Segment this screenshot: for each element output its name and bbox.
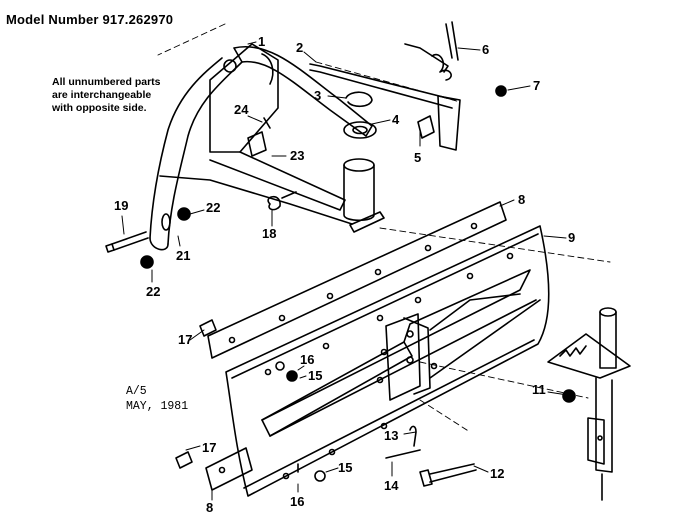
interchangeable-note: All unnumbered parts are interchangeable… bbox=[52, 76, 161, 115]
callout-4: 4 bbox=[392, 112, 400, 127]
wear-strip-lower bbox=[205, 447, 253, 491]
callout-5: 5 bbox=[414, 150, 422, 165]
callout-6: 6 bbox=[482, 42, 490, 57]
callout-3: 3 bbox=[314, 88, 322, 103]
small-parts bbox=[343, 85, 507, 139]
hardware-lower bbox=[175, 319, 576, 487]
plow-blade bbox=[225, 225, 550, 497]
callout-8: 8 bbox=[518, 192, 526, 207]
callout-22: 22 bbox=[206, 200, 221, 215]
hardware-bolts bbox=[105, 207, 191, 269]
callout-14: 14 bbox=[384, 478, 399, 493]
revision-month-year: MAY, 1981 bbox=[126, 400, 189, 413]
spindle bbox=[343, 158, 385, 233]
callout-1: 1 bbox=[258, 34, 266, 49]
blade-brace bbox=[261, 269, 541, 437]
callout-7: 7 bbox=[533, 78, 541, 93]
callout-2: 2 bbox=[296, 40, 304, 55]
callout-17: 17 bbox=[178, 332, 193, 347]
reference-lines bbox=[157, 23, 611, 433]
callout-23: 23 bbox=[290, 148, 305, 163]
link-rod bbox=[309, 21, 461, 151]
revision-code: A/5 bbox=[126, 385, 147, 398]
callout-24: 24 bbox=[234, 102, 249, 117]
callout-19: 19 bbox=[114, 198, 129, 213]
callout-15: 15 bbox=[308, 368, 323, 383]
pivot-post bbox=[547, 307, 631, 501]
wear-strip-upper bbox=[207, 201, 507, 359]
model-number-title: Model Number 917.262970 bbox=[6, 12, 174, 27]
callout-9: 9 bbox=[568, 230, 576, 245]
callout-16: 16 bbox=[290, 494, 305, 509]
adjusting-rod bbox=[159, 175, 353, 225]
callout-13: 13 bbox=[384, 428, 399, 443]
callout-12: 12 bbox=[490, 466, 505, 481]
leader-lines bbox=[121, 41, 575, 501]
callout-18: 18 bbox=[262, 226, 277, 241]
revision-date: A/5 MAY, 1981 bbox=[126, 384, 188, 414]
callout-16: 16 bbox=[300, 352, 315, 367]
callout-11: 11 bbox=[532, 382, 546, 397]
note-line: with opposite side. bbox=[52, 102, 147, 114]
callout-22: 22 bbox=[146, 284, 161, 299]
frame-arm bbox=[149, 43, 373, 251]
callout-17: 17 bbox=[202, 440, 217, 455]
bracket-pieces bbox=[247, 117, 271, 157]
callout-8: 8 bbox=[206, 500, 214, 515]
callout-21: 21 bbox=[176, 248, 191, 263]
note-line: are interchangeable bbox=[52, 89, 152, 101]
note-line: All unnumbered parts bbox=[52, 76, 161, 88]
callout-15: 15 bbox=[338, 460, 353, 475]
